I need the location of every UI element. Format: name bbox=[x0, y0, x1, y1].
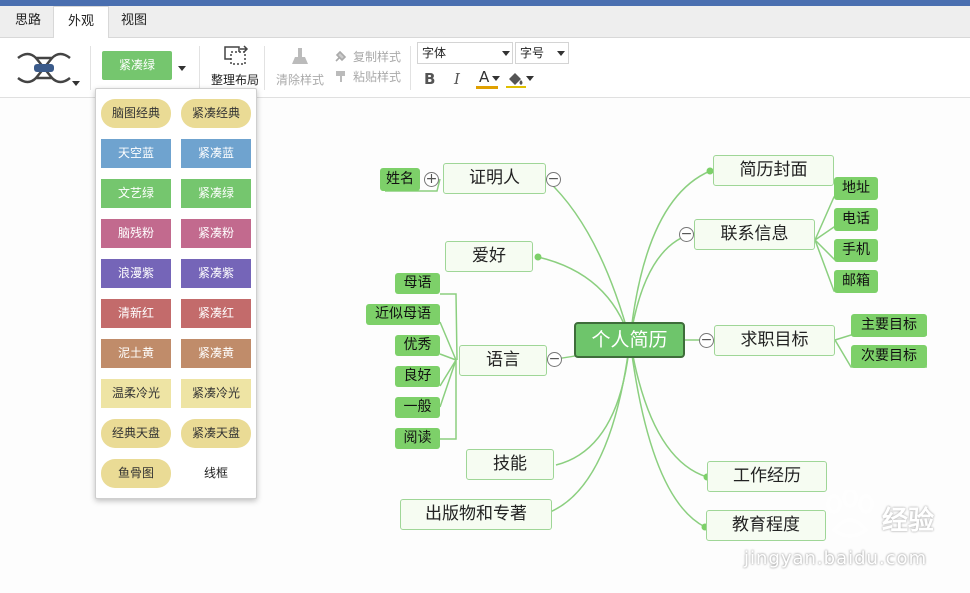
toolbar-divider bbox=[90, 46, 91, 90]
collapse-icon[interactable]: − bbox=[699, 332, 714, 348]
mindmap-node-contact[interactable]: 联系信息 bbox=[694, 219, 815, 250]
theme-caret-icon[interactable] bbox=[178, 66, 186, 71]
theme-option[interactable]: 温柔冷光 bbox=[101, 379, 171, 408]
mindmap-leaf-reading[interactable]: 阅读 bbox=[395, 428, 440, 449]
copy-style-icon[interactable] bbox=[334, 48, 348, 62]
theme-option[interactable]: 紧凑经典 bbox=[181, 99, 251, 128]
background-color-button[interactable] bbox=[506, 68, 534, 90]
bold-button[interactable]: B bbox=[424, 70, 436, 88]
tab-appearance[interactable]: 外观 bbox=[53, 6, 109, 39]
clear-style-button[interactable]: 清除样式 bbox=[276, 73, 325, 87]
mindmap-leaf-mobile[interactable]: 手机 bbox=[834, 239, 878, 262]
font-color-glyph: A bbox=[479, 68, 490, 86]
theme-option[interactable]: 紧凑蓝 bbox=[181, 139, 251, 168]
copy-style-button[interactable]: 复制样式 bbox=[353, 50, 402, 64]
theme-option[interactable]: 经典天盘 bbox=[101, 419, 171, 448]
paste-style-button[interactable]: 粘贴样式 bbox=[353, 70, 402, 84]
template-caret-icon[interactable] bbox=[72, 81, 80, 86]
theme-option[interactable]: 泥土黄 bbox=[101, 339, 171, 368]
collapse-icon[interactable]: − bbox=[547, 351, 562, 367]
mindmap-node-cover[interactable]: 简历封面 bbox=[713, 155, 834, 186]
theme-option[interactable]: 紧凑冷光 bbox=[181, 379, 251, 408]
mindmap-node-reference[interactable]: 证明人 bbox=[443, 163, 546, 194]
theme-option[interactable]: 紧凑黄 bbox=[181, 339, 251, 368]
mindmap-node-work[interactable]: 工作经历 bbox=[707, 461, 827, 492]
theme-option[interactable]: 紧凑绿 bbox=[181, 179, 251, 208]
mindmap-node-objective[interactable]: 求职目标 bbox=[714, 325, 835, 356]
font-color-swatch bbox=[476, 86, 498, 89]
font-family-value: 字体 bbox=[422, 46, 447, 60]
chevron-down-icon bbox=[492, 76, 500, 81]
mindmap-node-education[interactable]: 教育程度 bbox=[706, 510, 826, 541]
toolbar-divider bbox=[199, 46, 200, 90]
mindmap-root-node[interactable]: 个人简历 bbox=[574, 322, 685, 358]
paint-bucket-icon bbox=[506, 73, 526, 88]
theme-option[interactable]: 文艺绿 bbox=[101, 179, 171, 208]
theme-option[interactable]: 紧凑粉 bbox=[181, 219, 251, 248]
font-size-select[interactable]: 字号 bbox=[515, 42, 569, 64]
tab-thinking[interactable]: 思路 bbox=[14, 13, 41, 28]
theme-option[interactable]: 清新红 bbox=[101, 299, 171, 328]
theme-option[interactable]: 脑图经典 bbox=[101, 99, 171, 128]
mindmap-leaf-address[interactable]: 地址 bbox=[834, 177, 878, 200]
mindmap-leaf-excellent[interactable]: 优秀 bbox=[395, 335, 440, 356]
mindmap-leaf-email[interactable]: 邮箱 bbox=[834, 270, 878, 293]
theme-option[interactable]: 紧凑红 bbox=[181, 299, 251, 328]
mindmap-leaf-native[interactable]: 母语 bbox=[395, 273, 440, 294]
tab-bar: 思路 外观 视图 bbox=[0, 6, 970, 39]
mindmap-leaf-phone[interactable]: 电话 bbox=[834, 208, 878, 231]
theme-option[interactable]: 天空蓝 bbox=[101, 139, 171, 168]
font-family-select[interactable]: 字体 bbox=[417, 42, 513, 64]
watermark-url: jingyan.baidu.com bbox=[744, 548, 928, 569]
theme-option[interactable]: 脑残粉 bbox=[101, 219, 171, 248]
paste-style-icon[interactable] bbox=[334, 68, 348, 82]
theme-option[interactable]: 鱼骨图 bbox=[101, 459, 171, 488]
theme-button[interactable]: 紧凑绿 bbox=[102, 51, 172, 80]
mindmap-leaf-near-native[interactable]: 近似母语 bbox=[366, 304, 440, 325]
mindmap-node-language[interactable]: 语言 bbox=[459, 345, 547, 376]
mindmap-leaf-good[interactable]: 良好 bbox=[395, 366, 440, 387]
theme-option[interactable]: 紧凑天盘 bbox=[181, 419, 251, 448]
mindmap-node-hobby[interactable]: 爱好 bbox=[445, 241, 533, 272]
italic-button[interactable]: I bbox=[454, 70, 460, 88]
mindmap-node-skills[interactable]: 技能 bbox=[466, 449, 554, 480]
baidu-paw-icon bbox=[826, 490, 874, 538]
mindmap-leaf-main-goal[interactable]: 主要目标 bbox=[851, 314, 927, 337]
arrange-layout-button[interactable]: 整理布局 bbox=[211, 73, 260, 87]
toolbar-divider bbox=[264, 46, 265, 90]
theme-option[interactable]: 线框 bbox=[181, 459, 251, 488]
window-top-stripe bbox=[0, 0, 970, 6]
tab-view[interactable]: 视图 bbox=[120, 13, 147, 28]
mindmap-leaf-average[interactable]: 一般 bbox=[395, 397, 440, 418]
collapse-icon[interactable]: − bbox=[679, 226, 694, 242]
font-size-value: 字号 bbox=[520, 46, 545, 60]
mindmap-leaf-secondary-goal[interactable]: 次要目标 bbox=[851, 345, 927, 368]
chevron-down-icon bbox=[502, 51, 510, 56]
mindmap-leaf-name[interactable]: 姓名 bbox=[380, 168, 420, 191]
mindmap-node-publications[interactable]: 出版物和专著 bbox=[400, 499, 552, 530]
expand-icon[interactable]: + bbox=[424, 171, 439, 187]
font-color-button[interactable]: A bbox=[476, 68, 502, 90]
watermark-brand: 经验 bbox=[882, 506, 935, 536]
theme-option[interactable]: 浪漫紫 bbox=[101, 259, 171, 288]
collapse-icon[interactable]: − bbox=[546, 171, 561, 187]
arrange-layout-icon[interactable] bbox=[222, 45, 250, 67]
theme-dropdown-menu: 脑图经典 紧凑经典 天空蓝 紧凑蓝 文艺绿 紧凑绿 脑残粉 紧凑粉 浪漫紫 紧凑… bbox=[95, 88, 257, 499]
baidu-jingyan-watermark: 经验 jingyan.baidu.com bbox=[700, 480, 960, 580]
chevron-down-icon bbox=[526, 76, 534, 81]
theme-option[interactable]: 紧凑紫 bbox=[181, 259, 251, 288]
toolbar-divider bbox=[410, 46, 411, 90]
chevron-down-icon bbox=[557, 51, 565, 56]
template-icon[interactable] bbox=[14, 46, 74, 90]
clear-style-icon[interactable] bbox=[288, 46, 312, 68]
